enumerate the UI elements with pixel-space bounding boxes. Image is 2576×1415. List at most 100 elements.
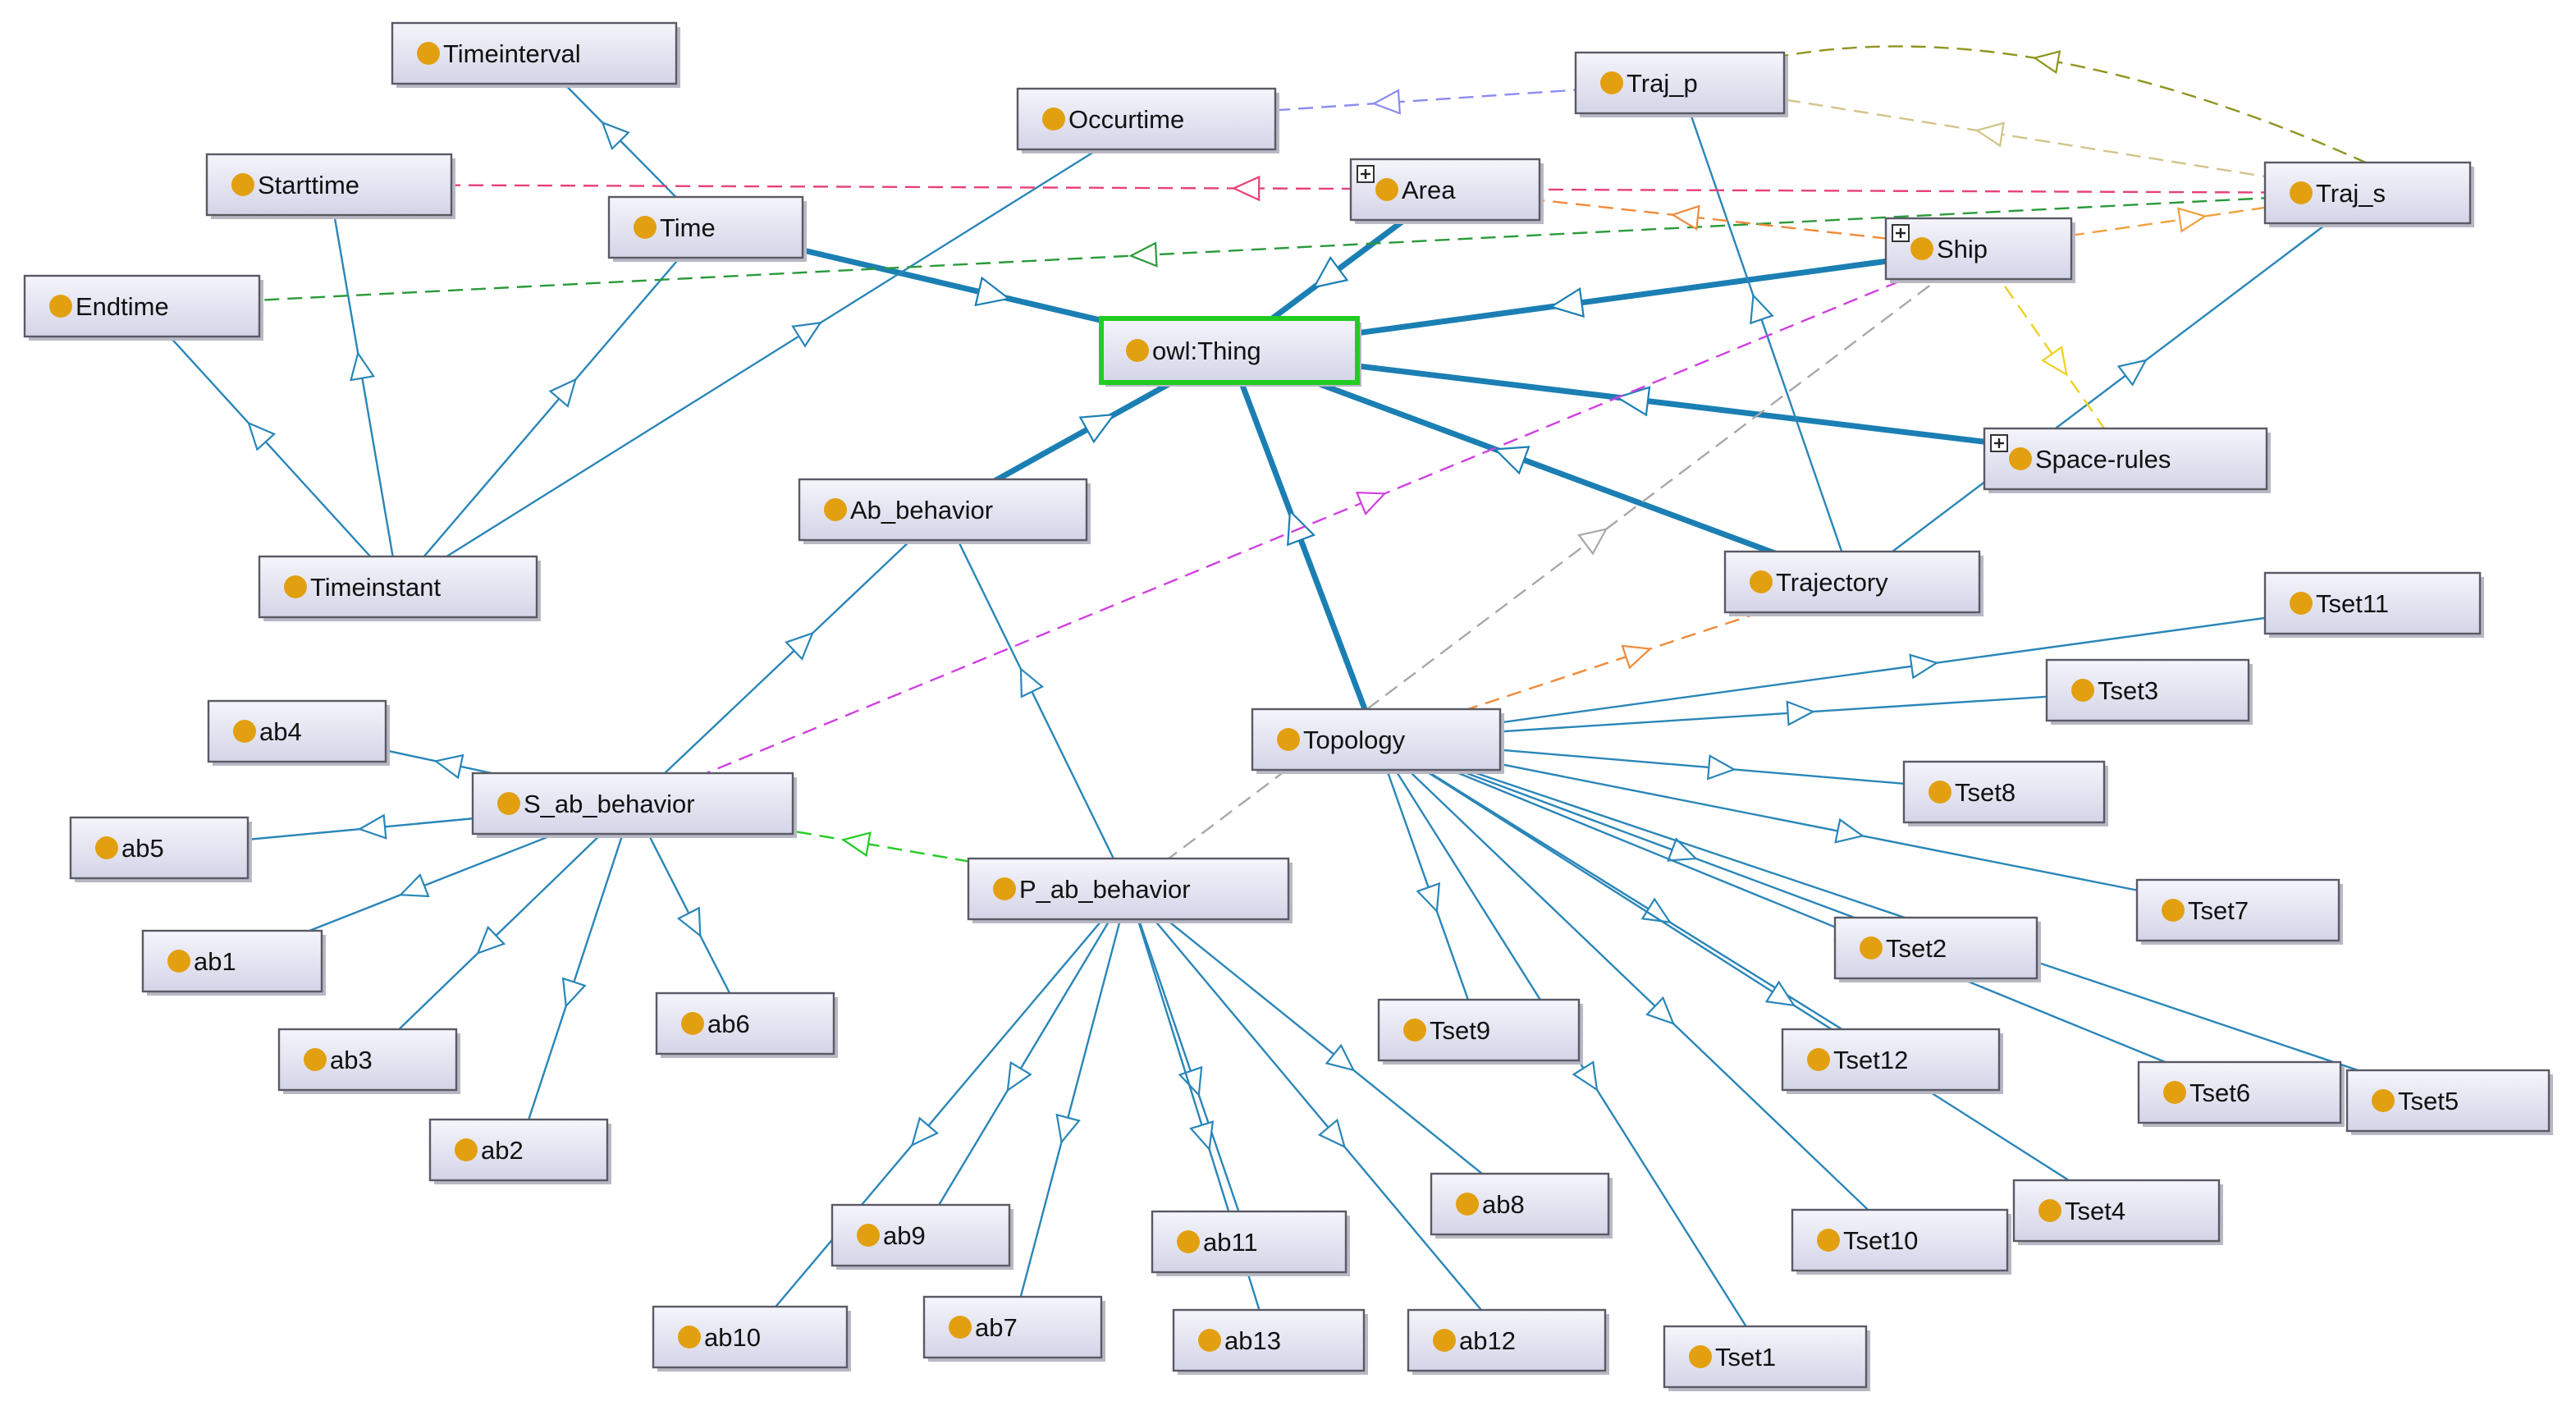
class-node-occurtime[interactable]: Occurtime <box>1016 87 1279 153</box>
node-label: owl:Thing <box>1152 337 1261 365</box>
edge-s-ab-behavior-ship <box>632 247 1979 805</box>
class-node-space-rules[interactable]: Space-rules <box>1983 427 2271 493</box>
edge-topology-tset11 <box>1375 602 2373 741</box>
edge-line <box>919 888 1130 1236</box>
class-node-traj-p[interactable]: Traj_p <box>1574 51 1788 117</box>
class-node-tset1[interactable]: Tset1 <box>1663 1325 1870 1391</box>
class-node-ab4[interactable]: ab4 <box>207 699 390 766</box>
class-node-ab9[interactable]: ab9 <box>830 1203 1013 1270</box>
edge-arrowhead <box>2177 207 2208 233</box>
class-dot-icon <box>993 877 1016 900</box>
edge-arrowhead <box>350 350 376 382</box>
class-dot-icon <box>1689 1345 1712 1368</box>
class-node-tset5[interactable]: Tset5 <box>2345 1069 2553 1135</box>
class-node-tset12[interactable]: Tset12 <box>1781 1028 2003 1094</box>
class-node-tset8[interactable]: Tset8 <box>1902 760 2108 827</box>
edge-arrowhead <box>1621 644 1653 670</box>
class-node-endtime[interactable]: Endtime <box>23 274 263 341</box>
class-node-traj-s[interactable]: Traj_s <box>2263 161 2474 227</box>
edge-p-ab-behavior-ab9 <box>919 888 1130 1236</box>
class-node-timeinterval[interactable]: Timeinterval <box>391 21 680 88</box>
class-node-time[interactable]: Time <box>607 195 807 262</box>
class-node-tset7[interactable]: Tset7 <box>2135 878 2343 945</box>
class-node-tset11[interactable]: Tset11 <box>2263 571 2484 638</box>
edge-line <box>367 803 634 1060</box>
class-node-ab6[interactable]: ab6 <box>655 991 838 1058</box>
class-node-ship[interactable]: Ship <box>1884 217 2075 283</box>
edge-line <box>1678 82 1854 583</box>
class-dot-icon <box>1600 71 1623 94</box>
class-dot-icon <box>1456 1193 1479 1216</box>
class-dot-icon <box>949 1316 972 1339</box>
edge-line <box>632 247 1979 805</box>
class-node-trajectory[interactable]: Trajectory <box>1723 550 1983 616</box>
class-node-starttime[interactable]: Starttime <box>205 153 455 219</box>
edge-arrowhead <box>1974 121 2005 148</box>
edge-arrowhead <box>1750 293 1774 325</box>
class-node-ab8[interactable]: ab8 <box>1430 1172 1613 1239</box>
class-dot-icon <box>167 950 190 973</box>
edge-line <box>1011 888 1130 1328</box>
class-dot-icon <box>304 1048 327 1071</box>
node-label: ab1 <box>194 947 236 976</box>
edge-arrowhead <box>247 421 277 451</box>
class-node-tset6[interactable]: Tset6 <box>2137 1060 2345 1127</box>
node-label: Topology <box>1303 726 1406 754</box>
node-label: Traj_s <box>2316 179 2386 208</box>
class-node-ab1[interactable]: ab1 <box>141 929 326 996</box>
edge-arrowhead <box>1834 817 1865 844</box>
edge-traj-s-traj-p <box>1679 81 2368 195</box>
class-node-s-ab-behavior[interactable]: S_ab_behavior <box>471 772 797 838</box>
edge-arrowhead <box>676 906 702 938</box>
class-node-tset9[interactable]: Tset9 <box>1377 998 1583 1065</box>
class-node-p-ab-behavior[interactable]: P_ab_behavior <box>967 857 1293 923</box>
class-node-area[interactable]: Area <box>1349 158 1544 224</box>
class-node-tset4[interactable]: Tset4 <box>2012 1179 2223 1245</box>
class-node-ab11[interactable]: ab11 <box>1151 1210 1350 1276</box>
class-node-ab3[interactable]: ab3 <box>277 1028 460 1094</box>
class-dot-icon <box>2009 447 2032 470</box>
class-node-ab10[interactable]: ab10 <box>652 1305 851 1371</box>
class-dot-icon <box>857 1224 880 1247</box>
class-node-ab-behavior[interactable]: Ab_behavior <box>798 478 1091 544</box>
edge-arrowhead <box>1325 1043 1356 1072</box>
node-label: ab6 <box>707 1010 750 1038</box>
edge-line <box>749 888 1129 1338</box>
class-node-owlthing[interactable]: owl:Thing <box>1099 316 1361 387</box>
node-box <box>798 478 1088 542</box>
edge-arrowhead <box>433 753 464 780</box>
edge-s-ab-behavior-ab-behavior <box>632 509 944 804</box>
node-label: ab11 <box>1203 1228 1258 1257</box>
edge-space-rules-owlthing <box>1229 347 2126 462</box>
class-node-timeinstant[interactable]: Timeinstant <box>258 555 541 621</box>
class-dot-icon <box>497 792 520 815</box>
node-label: S_ab_behavior <box>524 790 695 818</box>
node-label: Tset11 <box>2316 589 2389 618</box>
edge-p-ab-behavior-ab-behavior <box>941 509 1130 890</box>
edge-line <box>397 117 1147 588</box>
edge-line <box>1375 739 1480 1031</box>
node-box <box>967 857 1290 921</box>
edge-line <box>1375 689 2148 741</box>
class-node-ab2[interactable]: ab2 <box>428 1118 611 1184</box>
class-node-ab12[interactable]: ab12 <box>1407 1308 1609 1375</box>
edge-arrowhead <box>1493 446 1531 475</box>
node-label: Tset10 <box>1843 1226 1918 1255</box>
class-node-ab7[interactable]: ab7 <box>922 1295 1105 1362</box>
class-dot-icon <box>49 295 72 318</box>
edge-arrowhead <box>476 925 506 955</box>
edge-line <box>1228 347 1854 585</box>
class-node-ab5[interactable]: ab5 <box>69 816 252 882</box>
class-node-tset10[interactable]: Tset10 <box>1791 1208 2011 1275</box>
class-dot-icon <box>233 720 256 743</box>
edge-p-ab-behavior-ab12 <box>1128 888 1508 1341</box>
class-dot-icon <box>455 1138 478 1161</box>
class-node-tset3[interactable]: Tset3 <box>2045 658 2253 725</box>
class-node-tset2[interactable]: Tset2 <box>1833 916 2041 982</box>
edge-arrowhead <box>1078 413 1116 444</box>
class-dot-icon <box>2071 679 2094 702</box>
edge-p-ab-behavior-ab7 <box>1011 888 1130 1328</box>
class-node-topology[interactable]: Topology <box>1251 708 1504 774</box>
class-node-ab13[interactable]: ab13 <box>1172 1308 1368 1375</box>
